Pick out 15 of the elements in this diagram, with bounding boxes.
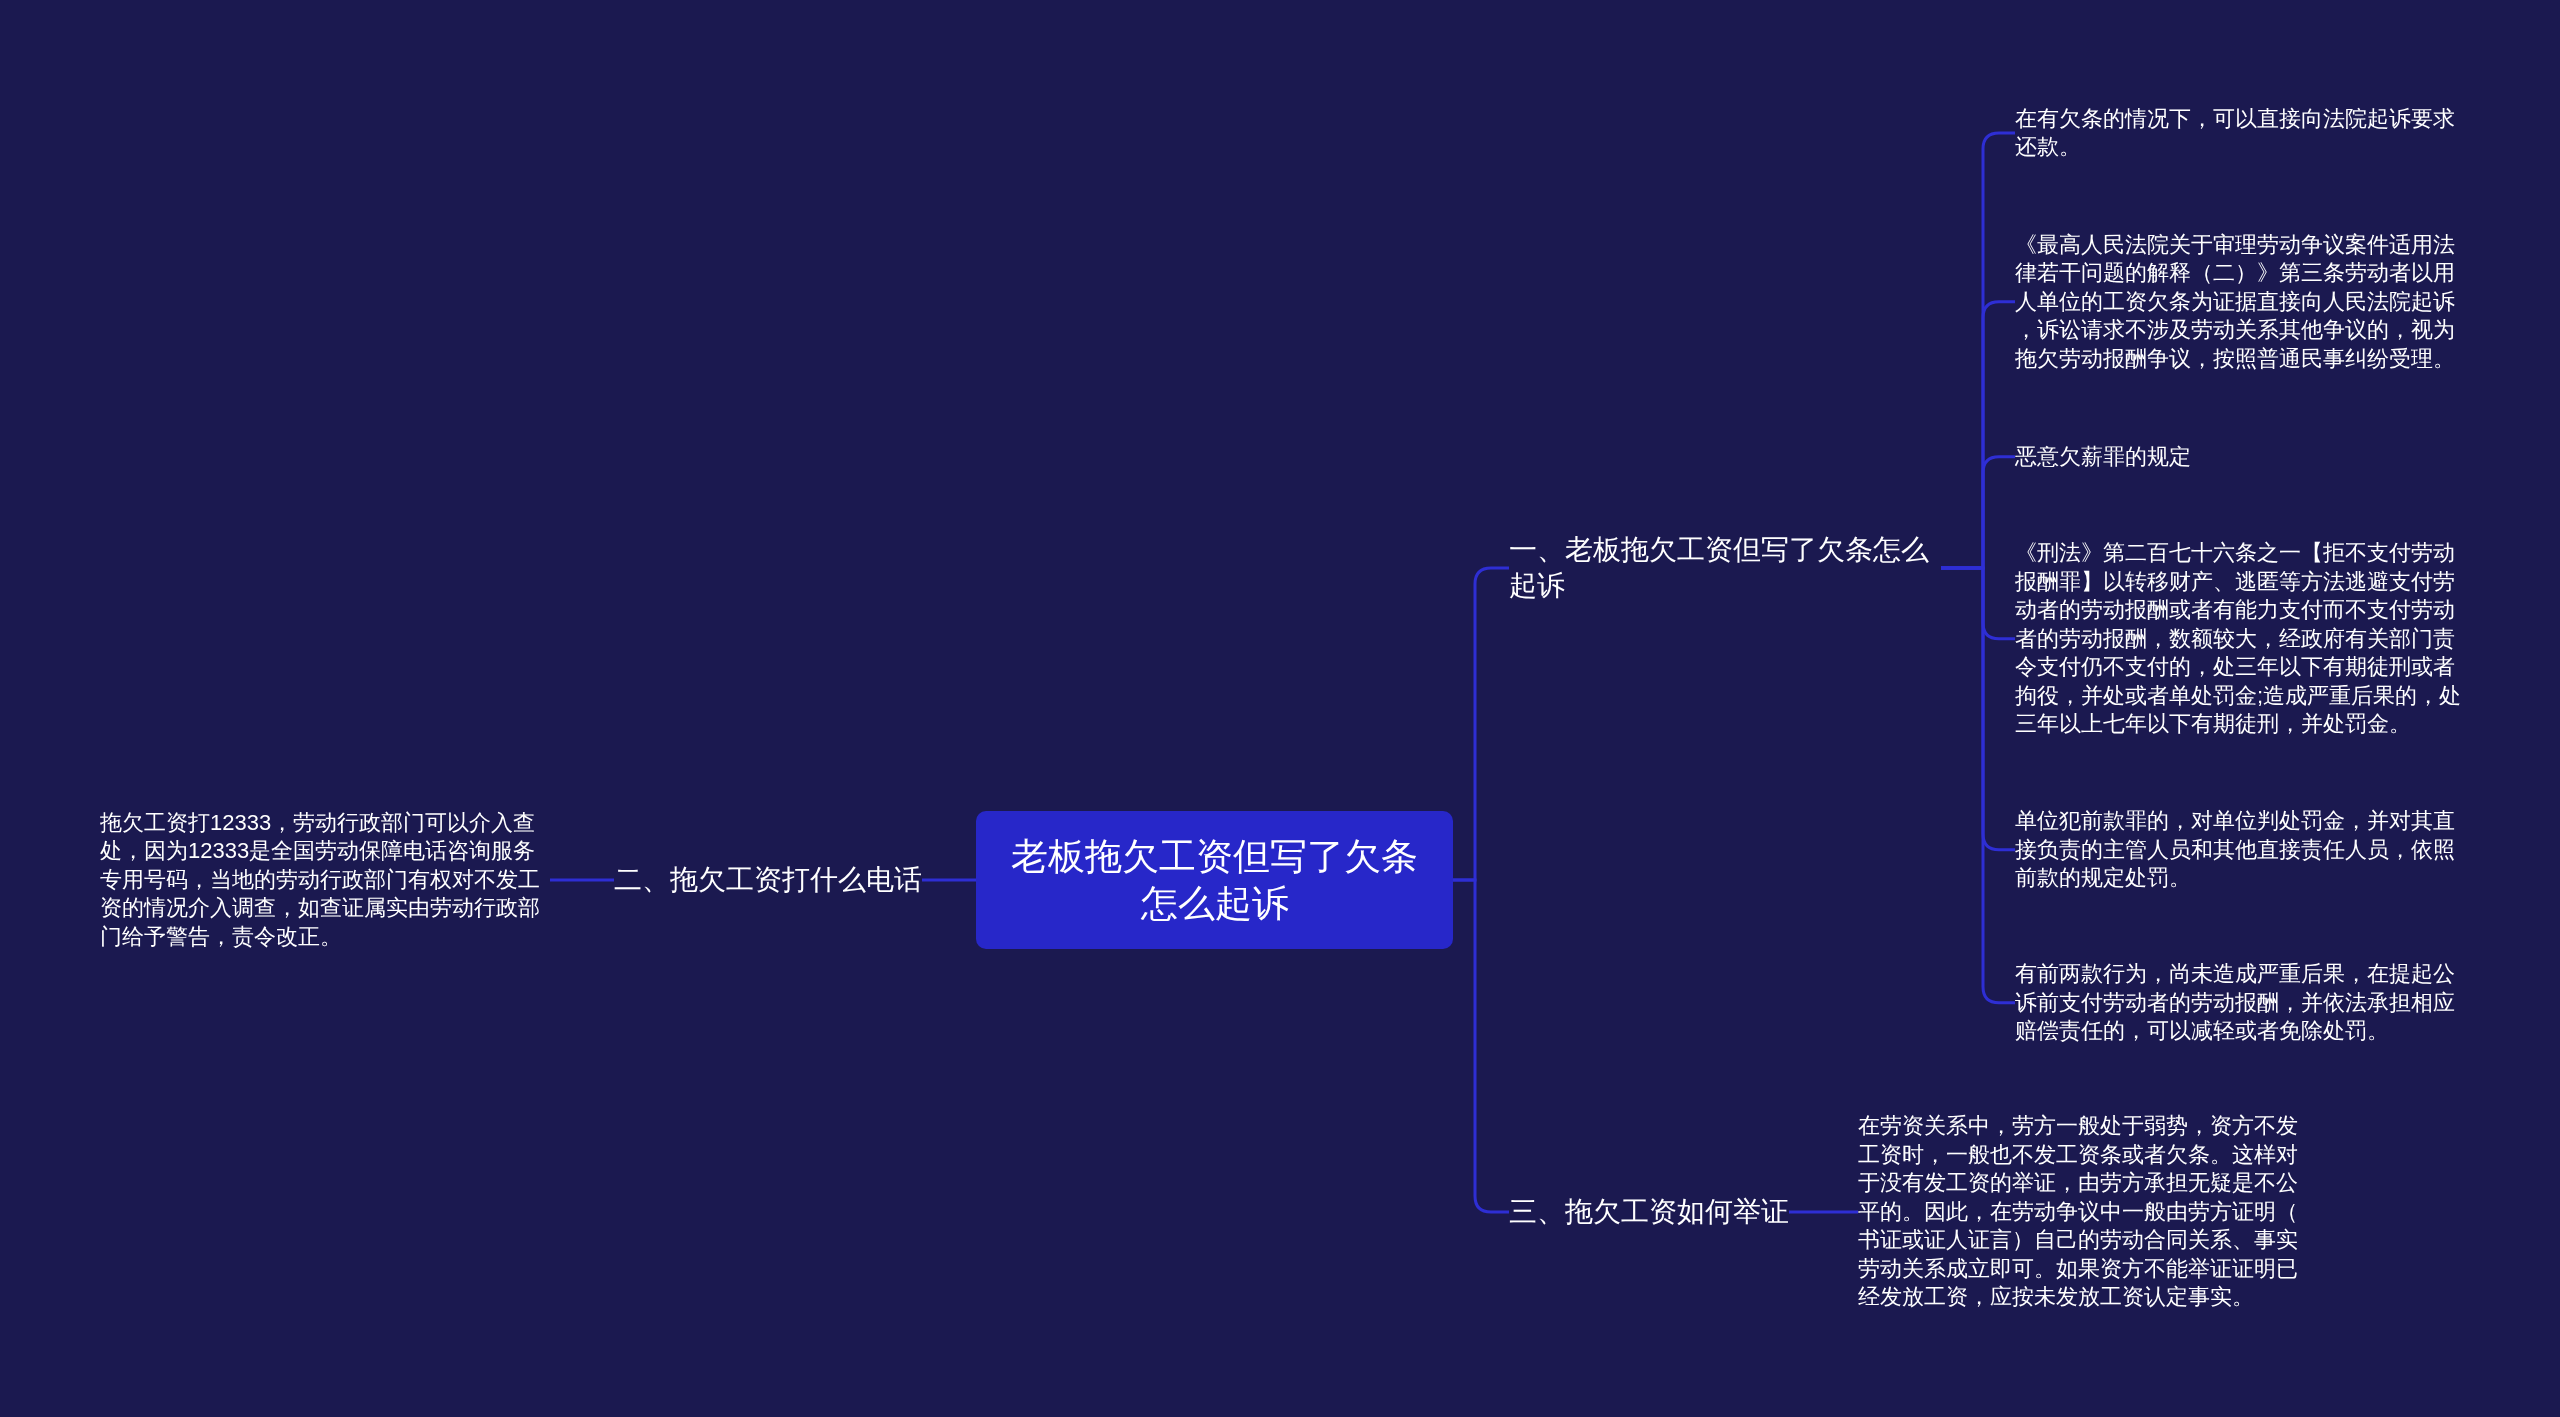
central-topic-box: 老板拖欠工资但写了欠条怎么起诉 (976, 811, 1453, 949)
topic-text: 二、拖欠工资打什么电话 (614, 862, 922, 898)
detail-text: 《最高人民法院关于审理劳动争议案件适用法律若干问题的解释（二）》第三条劳动者以用人单位的工资欠条为证据直接向人民法院起诉，诉讼请求不涉及劳动关系其他争议的，视为拖欠劳动报酬争议，按照普通民事纠纷受理。 (2015, 230, 2465, 373)
topic-text: 三、拖欠工资如何举证 (1509, 1194, 1789, 1230)
detail-text: 在有欠条的情况下，可以直接向法院起诉要求还款。 (2015, 104, 2465, 162)
detail-text: 恶意欠薪罪的规定 (2015, 442, 2465, 471)
detail-text: 拖欠工资打12333，劳动行政部门可以介入查处，因为12333是全国劳动保障电话咨询服务专用号码，当地的劳动行政部门有权对不发工资的情况介入调查，如查证属实由劳动行政部门给予警告，责令改正。 (100, 808, 550, 951)
detail-text: 《刑法》第二百七十六条之一【拒不支付劳动报酬罪】以转移财产、逃匿等方法逃避支付劳动者的劳动报酬或者有能力支付而不支付劳动者的劳动报酬，数额较大，经政府有关部门责令支付仍不支付的，处三年以下有期徒刑或者拘役，并处或者单处罚金;造成严重后果的，处三年以上七年以下有期徒刑，并处罚金。 (2015, 539, 2465, 739)
detail-text: 有前两款行为，尚未造成严重后果，在提起公诉前支付劳动者的劳动报酬，并依法承担相应赔偿责任的，可以减轻或者免除处罚。 (2015, 960, 2465, 1046)
detail-text: 单位犯前款罪的，对单位判处罚金，并对其直接负责的主管人员和其他直接责任人员，依照前款的规定处罚。 (2015, 807, 2465, 893)
connector-line (1789, 1210, 1858, 1214)
topic-text: 一、老板拖欠工资但写了欠条怎么起诉 (1509, 532, 1941, 604)
detail-text: 在劳资关系中，劳方一般处于弱势，资方不发工资时，一般也不发工资条或者欠条。这样对于没有发工资的举证，由劳方承担无疑是不公平的。因此，在劳动争议中一般由劳方证明（书证或证人证言）自己的劳动合同关系、事实劳动关系成立即可。如果资方不能举证证明已经发放工资，应按未发放工资认定事实。 (1858, 1112, 2308, 1312)
connector-line (922, 878, 976, 882)
connector-line (550, 878, 614, 882)
